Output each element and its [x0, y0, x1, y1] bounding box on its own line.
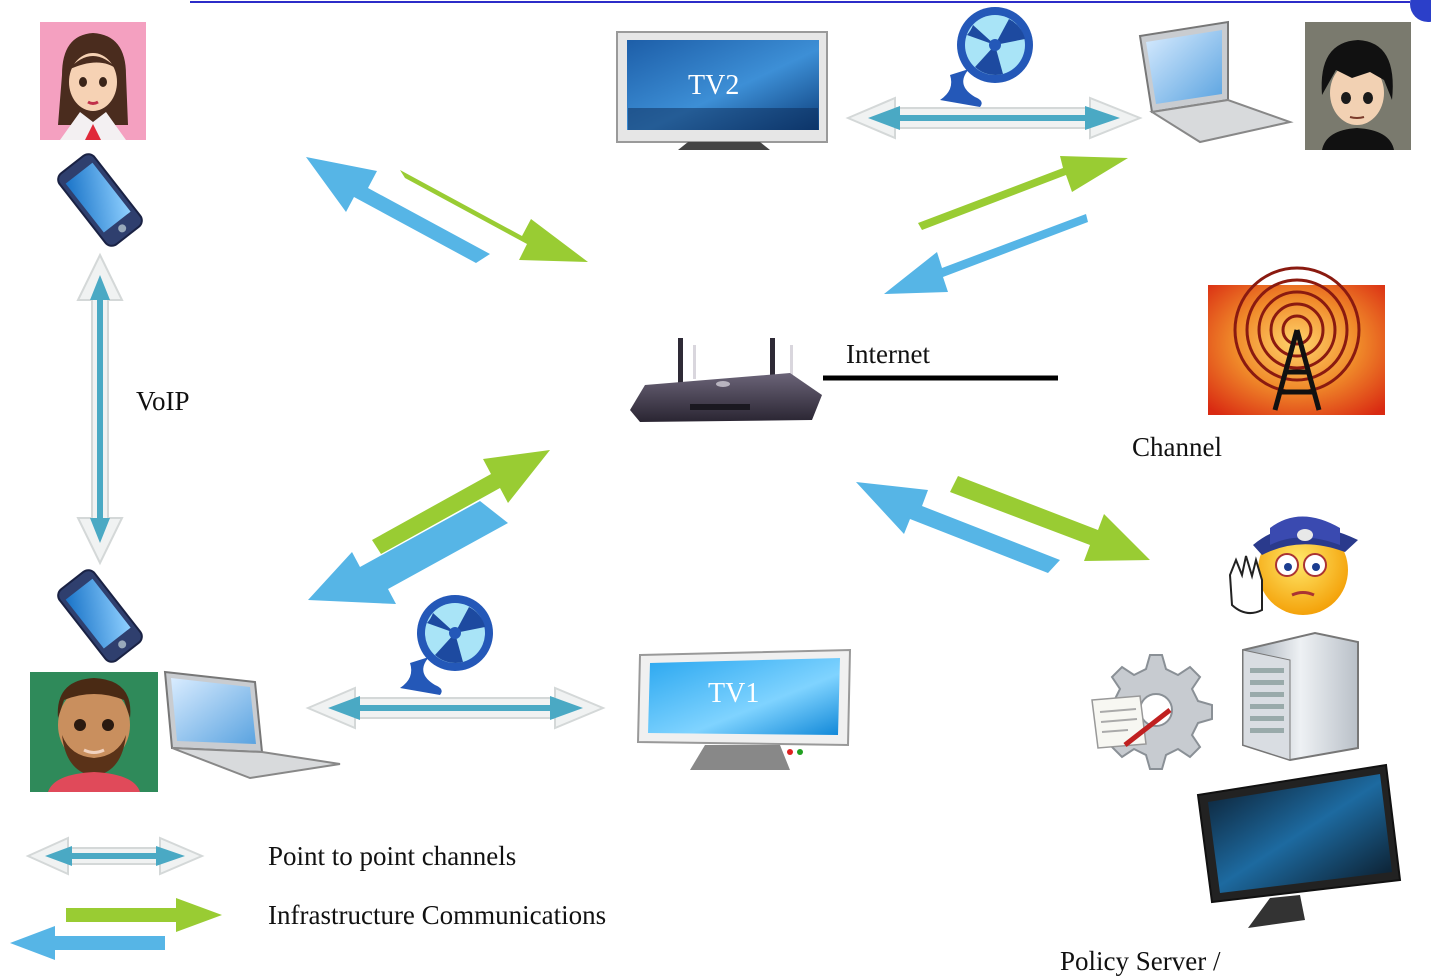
- voip-double-arrow: [76, 252, 124, 566]
- tv-icon: [636, 648, 852, 770]
- infra-arrow-green: [372, 450, 550, 554]
- film-reel-icon: [400, 595, 493, 695]
- p2p-arrow-top: [845, 96, 1143, 140]
- infra-arrow-green: [918, 156, 1128, 230]
- internet-label: Internet: [846, 339, 930, 369]
- infra-arrow-blue: [308, 501, 508, 604]
- tv-icon: [616, 31, 828, 150]
- smartphone-icon: [57, 153, 143, 247]
- router-icon: [630, 338, 822, 422]
- voip-label: VoIP: [136, 386, 190, 416]
- gear-document-icon: [1091, 654, 1213, 770]
- film-reel-icon: [940, 7, 1033, 107]
- legend-infra-blue-arrow: [10, 926, 165, 960]
- infra-arrow-green: [950, 476, 1150, 561]
- legend-infra-label: Infrastructure Communications: [268, 900, 607, 930]
- legend-p2p-label: Point to point channels: [268, 841, 517, 871]
- laptop-icon: [1138, 20, 1294, 144]
- infra-arrow-blue: [306, 157, 490, 263]
- infra-arrow-blue: [884, 214, 1088, 294]
- smartphone-icon: [57, 569, 143, 663]
- police-officer-icon: [1228, 516, 1358, 615]
- infra-arrow-blue: [856, 482, 1060, 573]
- laptop-icon: [163, 670, 341, 780]
- channel-label: Channel: [1132, 432, 1222, 462]
- bearded-man-avatar-icon: [30, 672, 158, 792]
- infra-arrow-green: [400, 170, 588, 262]
- tv1-label: TV1: [708, 678, 760, 709]
- tv2-label: TV2: [688, 70, 740, 101]
- policy-server-label: Policy Server /: [1060, 946, 1221, 976]
- legend-p2p-arrow: [25, 836, 205, 876]
- woman-avatar-icon: [40, 22, 146, 140]
- monitor-icon: [1196, 763, 1402, 928]
- p2p-arrow-bottom: [305, 686, 606, 730]
- legend-infra-green-arrow: [66, 898, 222, 932]
- man-dark-hair-avatar-icon: [1305, 22, 1411, 150]
- server-tower-icon: [1242, 631, 1359, 762]
- corner-badge: [1410, 0, 1431, 22]
- broadcast-tower-icon: [1208, 266, 1385, 415]
